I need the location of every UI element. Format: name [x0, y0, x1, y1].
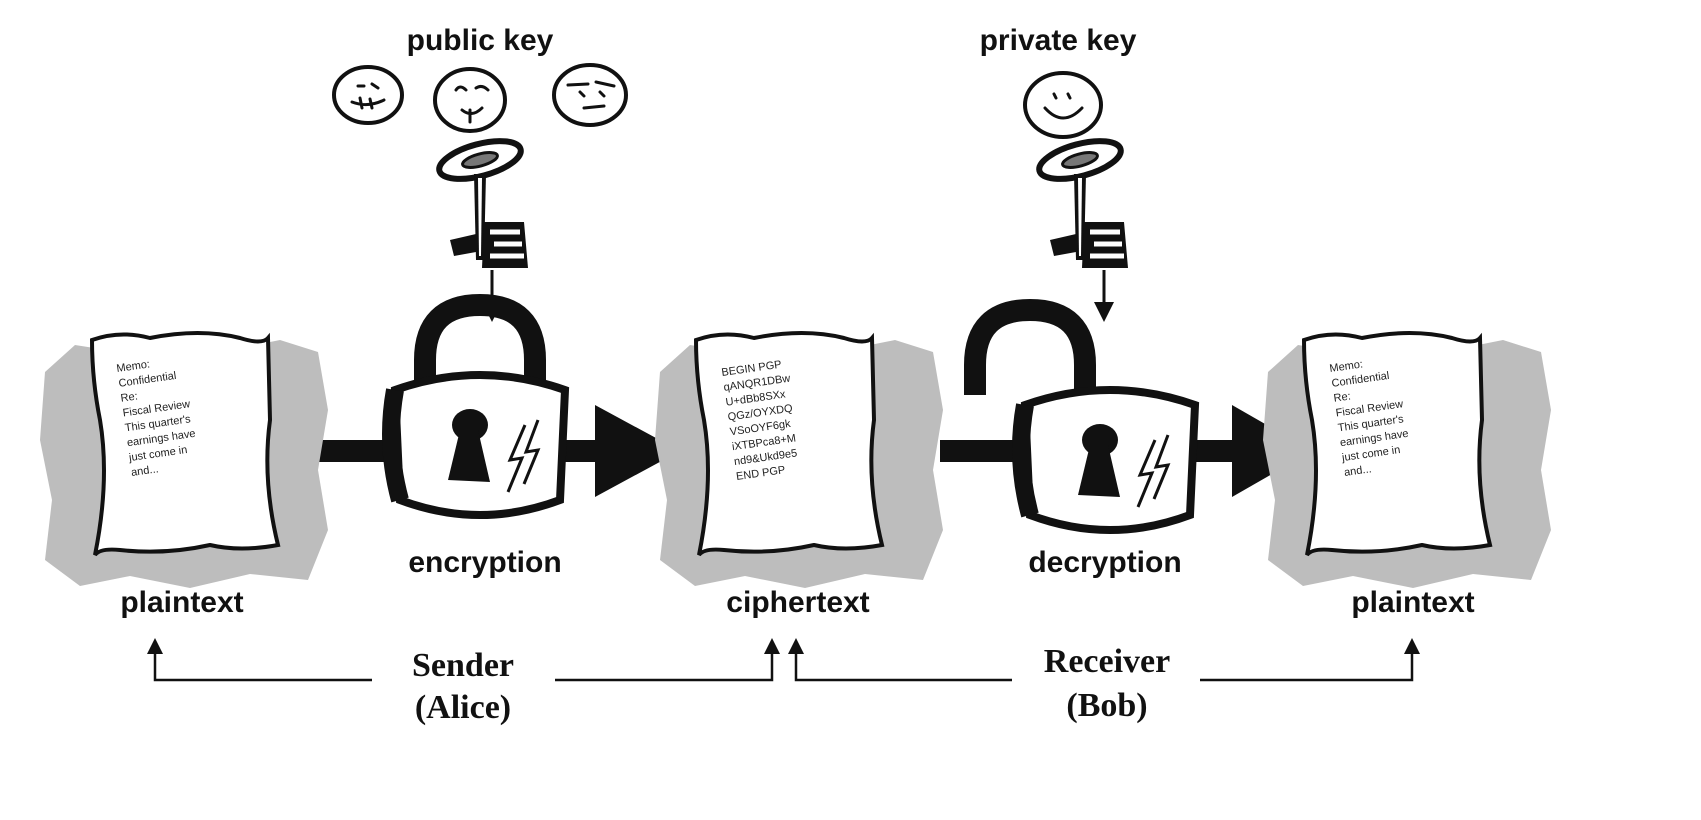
sender-name: (Alice)	[415, 689, 511, 726]
arrow-up-icon	[1404, 638, 1420, 654]
sender-label: Sender	[412, 647, 514, 684]
face-icon	[332, 65, 404, 125]
plaintext-label-right: plaintext	[1351, 586, 1474, 619]
padlock-open-icon	[964, 298, 1195, 530]
face-icon	[552, 63, 628, 127]
private-key-label: private key	[980, 24, 1137, 57]
key-icon	[1035, 134, 1128, 268]
padlock-closed-icon	[391, 293, 565, 515]
arrow-down-icon	[1094, 270, 1114, 322]
receiver-bracket	[794, 650, 1414, 682]
smiley-face-icon	[1023, 71, 1103, 139]
receiver-label: Receiver	[1044, 643, 1170, 680]
face-icon	[433, 67, 507, 133]
key-icon	[435, 134, 528, 268]
arrow-up-icon	[764, 638, 780, 654]
plaintext-label-left: plaintext	[120, 586, 243, 619]
arrow-up-icon	[147, 638, 163, 654]
sender-bracket	[153, 650, 774, 682]
encryption-label: encryption	[408, 546, 561, 579]
document-plaintext-left: Memo: Confidential Re: Fiscal Review Thi…	[40, 331, 328, 588]
decryption-label: decryption	[1028, 546, 1181, 579]
document-plaintext-right: Memo: Confidential Re: Fiscal Review Thi…	[1263, 331, 1551, 588]
public-key-label: public key	[407, 24, 554, 57]
arrow-up-icon	[788, 638, 804, 654]
document-ciphertext: BEGIN PGP qANQR1DBw U+dBb8SXx QGz/OYXDQ …	[655, 331, 943, 588]
receiver-name: (Bob)	[1066, 687, 1147, 724]
ciphertext-label: ciphertext	[726, 586, 869, 619]
